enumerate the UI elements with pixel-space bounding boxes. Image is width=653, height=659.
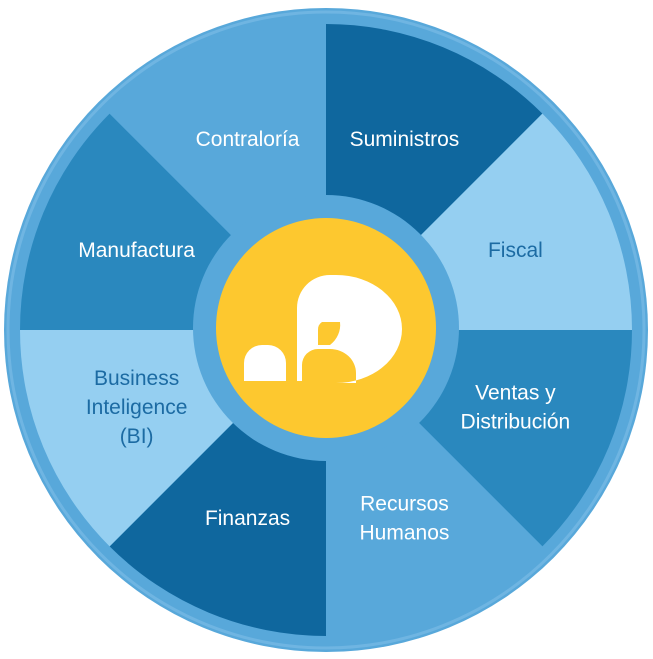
company-logo [244, 275, 402, 383]
segment-label-recursos: Humanos [360, 521, 450, 544]
segment-label-bi: Business [94, 367, 179, 390]
outer-ring-edge [6, 10, 646, 650]
segment-label-finanzas: Finanzas [205, 507, 290, 530]
segment-label-ventas: Ventas y [475, 381, 556, 404]
segment-manufactura [20, 113, 236, 330]
segment-recursos [326, 420, 543, 636]
segment-suministros [326, 24, 543, 240]
segment-label-bi: Inteligence [86, 396, 188, 419]
segment-label-recursos: Recursos [360, 492, 449, 515]
segment-bi [20, 330, 236, 547]
segment-label-ventas: Distribución [461, 410, 571, 433]
segment-contraloria [109, 24, 326, 240]
segment-label-manufactura: Manufactura [78, 239, 195, 262]
segment-label-contraloria: Contraloría [196, 128, 300, 151]
segment-label-fiscal: Fiscal [488, 239, 543, 262]
segments-layer [20, 24, 632, 636]
segment-fiscal [416, 113, 632, 330]
segment-label-suministros: Suministros [350, 128, 460, 151]
segment-finanzas [109, 420, 326, 636]
segment-ventas [416, 330, 632, 547]
segment-label-bi: (BI) [120, 425, 154, 448]
